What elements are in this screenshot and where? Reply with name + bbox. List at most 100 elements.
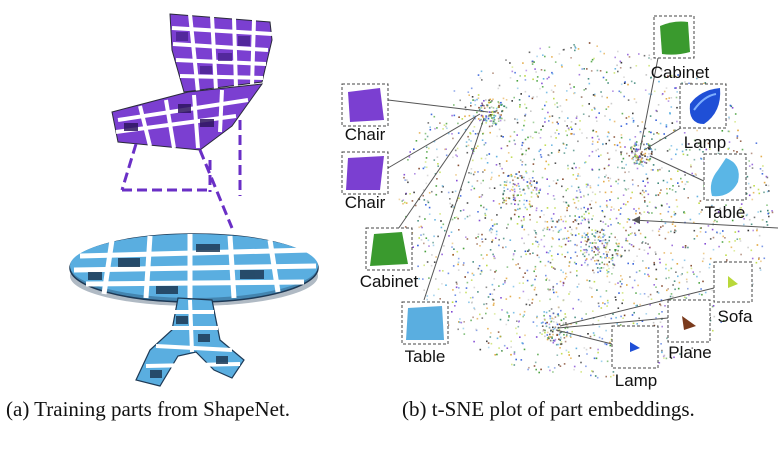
tsne-point	[743, 223, 745, 226]
tsne-point	[605, 108, 608, 110]
tsne-point	[603, 239, 605, 242]
tsne-point	[595, 149, 597, 152]
tsne-point	[572, 174, 575, 176]
tsne-point	[490, 227, 492, 230]
tsne-point	[552, 286, 554, 289]
tsne-point	[486, 264, 488, 267]
tsne-point	[635, 101, 638, 104]
tsne-point	[497, 331, 500, 333]
tsne-point	[707, 225, 710, 227]
tsne-point	[474, 133, 477, 135]
tsne-point	[496, 337, 499, 340]
tsne-point	[484, 119, 487, 121]
tsne-point	[480, 157, 483, 160]
tsne-point	[580, 207, 582, 210]
tsne-point	[574, 234, 577, 237]
tsne-point	[474, 117, 477, 120]
tsne-point	[575, 347, 578, 350]
tsne-point	[560, 336, 562, 339]
tsne-point	[608, 132, 610, 134]
tsne-point	[569, 291, 571, 293]
tsne-point	[545, 311, 548, 314]
tsne-point	[670, 230, 672, 233]
tsne-point	[429, 126, 431, 128]
tsne-point	[534, 265, 537, 268]
thumbnail-lamp-top	[679, 83, 727, 129]
tsne-point	[651, 138, 653, 140]
tsne-point	[673, 280, 676, 282]
tsne-point	[711, 289, 714, 292]
tsne-point	[683, 188, 685, 190]
tsne-point	[533, 365, 536, 367]
tsne-point	[559, 331, 562, 334]
tsne-point	[602, 76, 605, 79]
tsne-point	[584, 259, 587, 262]
tsne-point	[563, 337, 566, 339]
tsne-point	[547, 288, 549, 290]
tsne-point	[503, 201, 505, 204]
tsne-point	[471, 272, 474, 275]
tsne-point	[477, 171, 479, 173]
tsne-point	[604, 241, 607, 244]
tsne-point	[555, 182, 558, 185]
tsne-point	[588, 115, 590, 118]
tsne-point	[518, 200, 521, 202]
tsne-point	[514, 199, 517, 202]
tsne-point	[572, 168, 574, 170]
tsne-point	[691, 172, 693, 175]
tsne-point	[591, 249, 593, 252]
tsne-point	[677, 74, 679, 76]
tsne-point	[552, 333, 554, 336]
tsne-point	[668, 97, 670, 99]
tsne-point	[495, 107, 498, 110]
tsne-point	[548, 337, 550, 340]
tsne-point	[484, 214, 487, 217]
tsne-point	[632, 263, 634, 265]
tsne-point	[539, 148, 542, 151]
tsne-point	[626, 152, 628, 155]
tsne-point	[627, 262, 629, 265]
tsne-point	[480, 118, 482, 121]
tsne-point	[448, 235, 450, 237]
tsne-point	[741, 215, 743, 217]
tsne-point	[667, 231, 670, 234]
tsne-point	[653, 133, 655, 135]
tsne-point	[435, 194, 438, 196]
tsne-point	[577, 175, 579, 177]
tsne-point	[602, 236, 604, 238]
tsne-point	[429, 128, 432, 131]
tsne-point	[606, 360, 609, 363]
tsne-point	[413, 191, 415, 194]
tsne-point	[574, 316, 576, 319]
tsne-point	[680, 177, 682, 180]
tsne-point	[587, 236, 589, 238]
tsne-point	[757, 211, 759, 213]
tsne-point	[670, 74, 673, 77]
tsne-point	[761, 170, 764, 172]
tsne-point	[607, 82, 609, 84]
tsne-point	[500, 101, 502, 104]
tsne-point	[648, 93, 650, 95]
tsne-point	[520, 219, 523, 222]
tsne-point	[612, 374, 615, 377]
tsne-point	[709, 316, 711, 319]
tsne-point	[739, 207, 741, 209]
tsne-point	[705, 148, 708, 151]
tsne-point	[551, 73, 554, 75]
tsne-point	[632, 156, 634, 159]
tsne-point	[646, 143, 648, 145]
tsne-point	[501, 117, 503, 120]
tsne-point	[552, 326, 554, 329]
tsne-point	[545, 274, 547, 277]
tsne-point	[566, 251, 569, 254]
tsne-point	[475, 329, 478, 332]
tsne-point	[422, 233, 425, 236]
tsne-point	[645, 313, 648, 315]
tsne-point	[485, 116, 488, 118]
tsne-point	[711, 305, 714, 308]
tsne-point	[508, 197, 510, 199]
tsne-point	[678, 185, 680, 187]
tsne-point	[498, 84, 501, 87]
tsne-point	[526, 181, 529, 183]
tsne-point	[702, 257, 705, 260]
